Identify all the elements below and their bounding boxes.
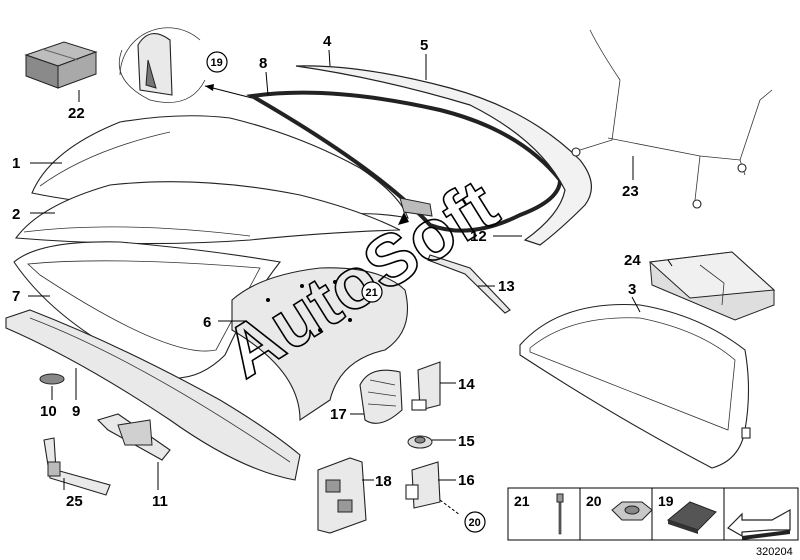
part-4-5-seal — [295, 65, 592, 246]
callout-labels: 1 2 7 8 4 5 22 6 12 13 23 24 3 10 9 17 1… — [12, 33, 641, 510]
svg-text:19: 19 — [658, 493, 674, 509]
part-24-cushion — [648, 251, 776, 321]
part-14-hinge — [411, 361, 441, 411]
part-3-shelf — [519, 303, 751, 469]
callout-2: 2 — [12, 206, 20, 223]
callout-9: 9 — [72, 403, 80, 420]
callout-3: 3 — [628, 281, 636, 298]
callout-4: 4 — [323, 33, 332, 50]
callout-23: 23 — [622, 183, 639, 200]
callout-25: 25 — [66, 493, 83, 510]
detail-seal-view — [118, 27, 253, 103]
reference-number: 320204 — [756, 546, 793, 558]
legend-item-19: 19 — [658, 493, 717, 534]
part-6-c-pillar-panel — [231, 267, 409, 422]
circled-ref-21: 21 — [361, 281, 383, 303]
callout-10: 10 — [40, 403, 57, 420]
nut-icon — [611, 501, 653, 521]
circled-ref-20: 20 — [464, 511, 486, 533]
rivet-icon — [556, 493, 564, 535]
part-9-rail — [5, 309, 301, 481]
callout-13: 13 — [498, 278, 515, 295]
part-13-strip — [398, 197, 511, 314]
part-8-seal — [245, 90, 563, 233]
part-23-roll-bar — [571, 29, 773, 209]
pad-icon — [666, 501, 717, 534]
callout-5: 5 — [420, 37, 428, 54]
callout-22: 22 — [68, 105, 85, 122]
callout-12: 12 — [470, 228, 487, 245]
callout-8: 8 — [259, 55, 267, 72]
part-17-vent — [359, 369, 403, 424]
leader-lines — [28, 49, 673, 490]
part-2-headliner — [14, 181, 401, 245]
arrow-icon — [727, 508, 791, 540]
callout-15: 15 — [458, 433, 475, 450]
svg-text:20: 20 — [586, 493, 602, 509]
svg-text:20: 20 — [469, 517, 481, 529]
callout-17: 17 — [330, 406, 347, 423]
part-22-box — [24, 41, 98, 89]
callout-14: 14 — [458, 376, 475, 393]
callout-16: 16 — [458, 472, 475, 489]
part-10-clip — [39, 373, 65, 385]
part-11-bracket — [96, 413, 171, 461]
legend-item-21: 21 — [514, 493, 564, 535]
svg-text:19: 19 — [211, 57, 223, 69]
part-25-bracket — [43, 437, 111, 496]
callout-7: 7 — [12, 288, 20, 305]
legend-box: 21 20 19 — [507, 487, 799, 541]
callout-1: 1 — [12, 155, 20, 172]
callout-18: 18 — [375, 473, 392, 490]
callout-6: 6 — [203, 314, 211, 331]
callout-24: 24 — [624, 252, 641, 269]
legend-item-arrow — [727, 508, 791, 540]
part-18-plate — [317, 457, 367, 534]
svg-text:21: 21 — [514, 493, 530, 509]
part-16-hinge-plate — [405, 461, 461, 516]
legend-item-20: 20 — [586, 493, 653, 521]
part-15-nut — [407, 435, 433, 449]
callout-11: 11 — [152, 493, 168, 510]
circled-ref-19: 19 — [206, 51, 228, 73]
svg-text:21: 21 — [366, 287, 378, 299]
